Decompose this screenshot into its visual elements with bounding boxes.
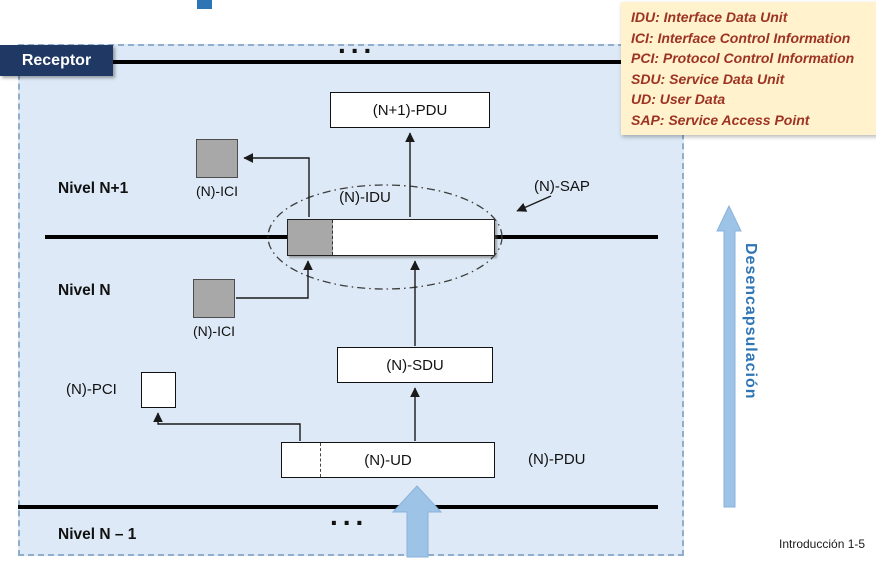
ellipsis-bottom: ... — [330, 500, 369, 531]
receptor-badge: Receptor — [0, 45, 113, 76]
slide-page-label: Introducción 1-5 — [779, 537, 866, 551]
legend-item-sap: SAP: Service Access Point — [631, 111, 810, 128]
ici-middle-box — [193, 279, 235, 318]
layer-line-top — [0, 60, 658, 64]
legend-item-ud: UD: User Data — [631, 91, 726, 107]
desencapsulacion-label: Desencapsulación — [742, 243, 759, 400]
pdu-n-plus-1-box: (N+1)-PDU — [330, 92, 490, 128]
pdu-n-label: (N)-PDU — [528, 451, 586, 468]
legend-box: IDU: Interface Data Unit ICI: Interface … — [621, 2, 876, 135]
legend-item-ici: ICI: Interface Control Information — [631, 29, 851, 46]
sdu-box: (N)-SDU — [337, 347, 493, 383]
idu-label: (N)-IDU — [339, 189, 391, 206]
ici-top-label: (N)-ICI — [196, 183, 238, 199]
pci-label: (N)-PCI — [66, 381, 117, 398]
ici-middle-label: (N)-ICI — [193, 323, 235, 339]
ici-top-box — [196, 139, 238, 178]
legend-item-pci: PCI: Protocol Control Information — [631, 50, 855, 66]
level-label-n-minus-1: Nivel N – 1 — [58, 526, 137, 543]
ud-box: (N)-UD — [281, 442, 495, 478]
ellipsis-top: ... — [338, 28, 377, 59]
title-arrow-fragment — [197, 0, 212, 9]
legend-item-idu: IDU: Interface Data Unit — [631, 9, 788, 25]
level-label-n: Nivel N — [58, 282, 111, 299]
legend-item-sdu: SDU: Service Data Unit — [631, 70, 785, 87]
idu-ici-segment — [288, 220, 333, 255]
ud-pci-segment — [282, 443, 321, 477]
desencapsulacion-arrow — [716, 204, 742, 508]
layer-line-bottom — [18, 505, 658, 509]
ud-label: (N)-UD — [364, 451, 412, 469]
level-label-n-plus-1: Nivel N+1 — [58, 180, 129, 197]
sap-label: (N)-SAP — [534, 178, 590, 195]
pci-box — [141, 372, 176, 408]
idu-box — [287, 219, 495, 256]
